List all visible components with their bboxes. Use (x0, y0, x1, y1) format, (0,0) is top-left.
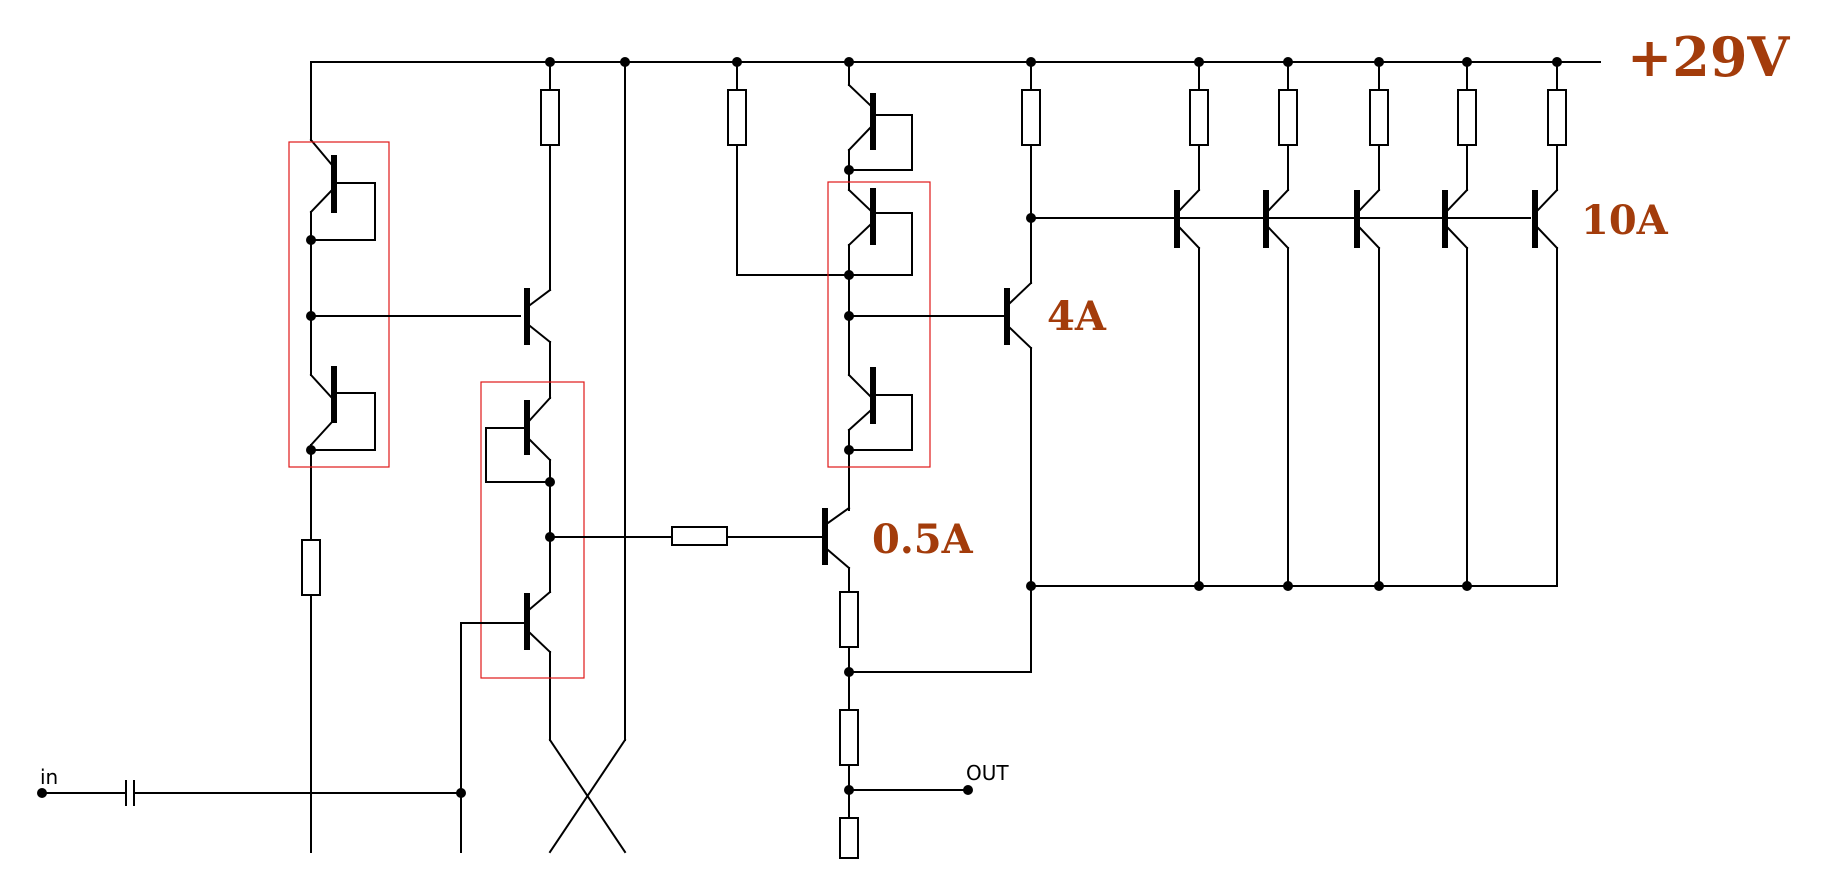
transistor-05a (549, 506, 1032, 859)
output-transistor-5 (1532, 61, 1567, 587)
output-transistor-1 (1174, 61, 1209, 591)
center-diode-stack (827, 61, 931, 511)
bias-resistor-column (727, 61, 850, 276)
output-transistor-3 (1354, 61, 1389, 591)
transistor-4a (848, 61, 1041, 673)
left-diode-stack (288, 61, 390, 853)
driver-column (456, 61, 585, 853)
output-transistor-2 (1263, 61, 1298, 591)
current-label-10a: 10A (1581, 197, 1669, 244)
input-label: in (40, 765, 58, 789)
output-transistor-4 (1442, 61, 1477, 591)
current-label-4a: 4A (1047, 293, 1107, 340)
output-transistor-array (1030, 61, 1567, 591)
supply-rail (310, 57, 1601, 67)
output-label: OUT (966, 761, 1009, 785)
supply-voltage-label: +29V (1627, 25, 1790, 89)
crossing-wires (548, 61, 627, 854)
input-network (37, 780, 462, 806)
current-label-05a: 0.5A (872, 516, 974, 563)
